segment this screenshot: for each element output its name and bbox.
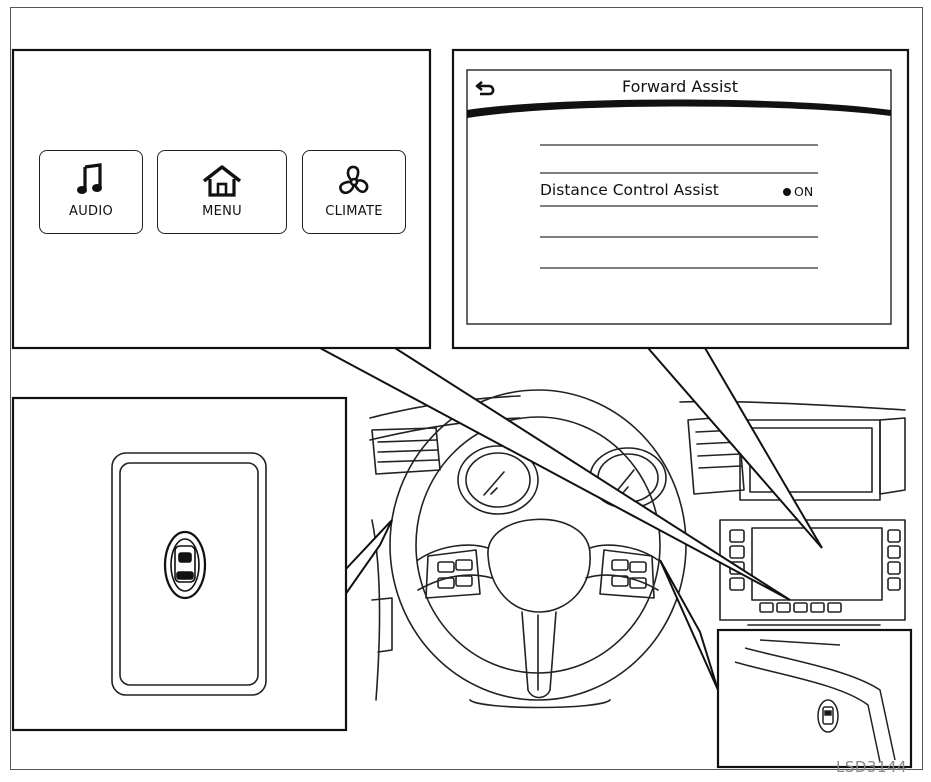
wheel-switch-detail	[734, 639, 896, 763]
back-arrow-icon[interactable]	[474, 78, 498, 98]
menu-button[interactable]: MENU	[157, 150, 287, 234]
title-divider	[467, 99, 891, 118]
figure-code: LSD3144	[836, 758, 908, 776]
music-note-icon	[40, 163, 142, 203]
climate-label: CLIMATE	[325, 204, 383, 219]
callout-pointers	[319, 347, 823, 691]
menu-label: MENU	[202, 204, 242, 219]
home-icon	[158, 163, 286, 203]
status-dot-icon	[783, 188, 791, 196]
audio-button[interactable]: AUDIO	[39, 150, 143, 234]
item-status[interactable]: ON	[783, 184, 813, 199]
display-frame	[466, 69, 892, 325]
fan-icon	[303, 163, 405, 203]
climate-button[interactable]: CLIMATE	[302, 150, 406, 234]
wheel-switch-panel	[716, 628, 913, 769]
screen-title: Forward Assist	[621, 77, 739, 96]
dashboard-drawing	[369, 389, 906, 709]
audio-label: AUDIO	[69, 204, 113, 219]
item-status-text: ON	[794, 184, 814, 199]
distance-control-assist-item[interactable]: Distance Control Assist	[540, 181, 719, 199]
distance-control-assist-switch-icon	[163, 530, 207, 600]
